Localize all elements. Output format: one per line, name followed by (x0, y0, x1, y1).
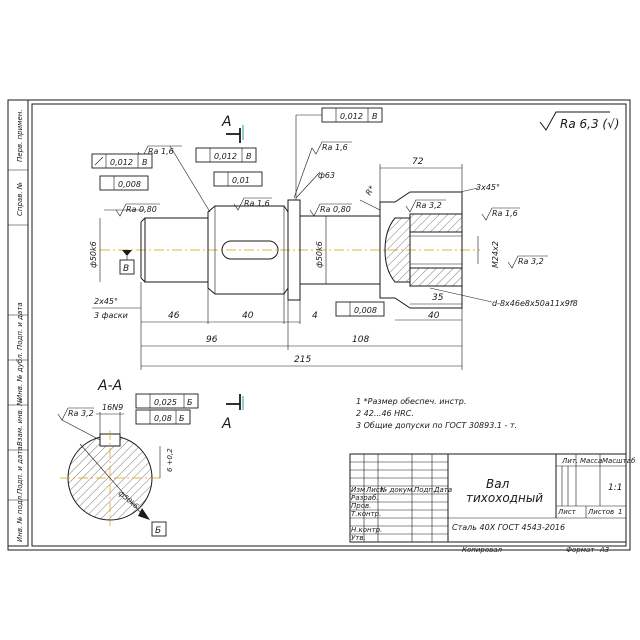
svg-text:R*: R* (364, 184, 377, 197)
svg-text:Ra 3,2: Ra 3,2 (68, 409, 94, 418)
sidebar-label-6: Подп. и дата (16, 446, 24, 494)
svg-text:Утв.: Утв. (351, 534, 366, 542)
svg-text:3 фаски: 3 фаски (94, 311, 128, 320)
svg-text:В: В (123, 264, 129, 274)
svg-text:2x45°: 2x45° (94, 297, 118, 306)
svg-text:16N9: 16N9 (102, 403, 123, 412)
svg-text:В: В (142, 158, 148, 167)
svg-text:Подп.: Подп. (414, 486, 435, 494)
svg-text:1: 1 (618, 508, 622, 516)
keyway-slot (221, 240, 279, 260)
note-2: 2 42...46 HRC. (356, 409, 414, 418)
svg-text:1:1: 1:1 (608, 483, 622, 493)
svg-text:M24x2: M24x2 (491, 241, 500, 268)
section-cut-bottom: А (221, 394, 244, 432)
section-hatch-left (384, 217, 411, 283)
svg-text:Ra 1,6: Ra 1,6 (148, 147, 174, 156)
svg-text:Пров.: Пров. (351, 502, 371, 510)
shaft-outline (140, 191, 463, 309)
svg-text:0,008: 0,008 (118, 180, 141, 189)
technical-notes: 1 *Размер обеспеч. инстр. 2 42...46 HRC.… (356, 397, 517, 430)
material: Сталь 40Х ГОСТ 4543-2016 (452, 523, 565, 532)
tolerance-frames: 0,012 В 0,008 0,012 В 0,01 0,012 В 0,008… (91, 107, 385, 317)
title-block: Изм Лист № докум. Подп. Дата Разраб. Про… (349, 453, 636, 554)
svg-text:Формат: Формат (566, 546, 595, 554)
sidebar-label-1: Перв. примен. (16, 109, 24, 162)
part-name-line1: Вал (486, 477, 510, 491)
sidebar-strip: Перв. примен. Справ. № Подп. и дата Инв.… (7, 99, 29, 547)
inner-frame (31, 103, 627, 547)
svg-text:Ra 6,3 (√): Ra 6,3 (√) (560, 117, 619, 131)
svg-text:0,012: 0,012 (110, 158, 133, 167)
svg-text:Т.контр.: Т.контр. (351, 510, 381, 518)
note-3: 3 Общие допуски по ГОСТ 30893.1 - т. (356, 421, 517, 430)
svg-text:d-8x46e8x50a11x9f8: d-8x46e8x50a11x9f8 (492, 299, 578, 308)
svg-text:ф63: ф63 (318, 171, 335, 180)
svg-text:A3: A3 (599, 546, 609, 554)
svg-text:Ra 0,80: Ra 0,80 (126, 205, 157, 214)
svg-text:Ra 1,6: Ra 1,6 (492, 209, 518, 218)
svg-text:Лист: Лист (365, 486, 385, 494)
part-name-line2: тихоходный (466, 491, 543, 505)
svg-text:Б: Б (179, 414, 185, 423)
roughness-marks: Ra 1,6 Ra 0,80 Ra 1,6 Ra 1,6 Ra 0,80 Ra … (104, 141, 548, 269)
svg-text:3x45°: 3x45° (476, 183, 500, 192)
svg-text:0,012: 0,012 (340, 112, 363, 121)
svg-text:Лит.: Лит. (561, 457, 578, 465)
svg-text:Изм: Изм (351, 486, 366, 494)
svg-text:А: А (221, 114, 232, 130)
dimensions: 72 3x45° ф63 ф50k6 ф50k6 M24x2 R* 2x45° … (89, 157, 578, 370)
svg-text:№ докум.: № докум. (379, 486, 415, 494)
svg-text:108: 108 (352, 335, 369, 345)
svg-text:ф50k6: ф50k6 (315, 241, 324, 268)
svg-text:Б: Б (187, 398, 193, 407)
svg-text:Ra 1,6: Ra 1,6 (244, 199, 270, 208)
sidebar-label-7: Инв. № подл. (16, 494, 24, 542)
svg-text:0,01: 0,01 (232, 176, 250, 185)
svg-text:0,08: 0,08 (154, 414, 172, 423)
svg-text:215: 215 (294, 355, 311, 365)
sidebar-label-3: Подп. и дата (16, 302, 24, 350)
svg-text:0,012: 0,012 (214, 152, 237, 161)
svg-text:Н.контр.: Н.контр. (351, 526, 382, 534)
svg-text:96: 96 (206, 335, 218, 345)
svg-text:0,025: 0,025 (154, 398, 177, 407)
svg-text:0,008: 0,008 (354, 306, 377, 315)
svg-text:Ra 3,2: Ra 3,2 (518, 257, 544, 266)
svg-text:А: А (221, 416, 232, 432)
section-view: А-А Ra 3,2 16N9 ф50k6 6 +0,2 0,025 Б 0,0… (57, 378, 199, 537)
svg-text:ф50k6: ф50k6 (89, 241, 98, 268)
svg-text:Листов: Листов (587, 508, 614, 516)
svg-text:В: В (372, 112, 378, 121)
section-cut-top: А (221, 114, 244, 143)
general-roughness-mark: Ra 6,3 (√) (539, 111, 619, 131)
svg-text:А-А: А-А (97, 378, 122, 394)
svg-text:Копировал: Копировал (462, 546, 503, 554)
svg-text:Ra 1,6: Ra 1,6 (322, 143, 348, 152)
svg-text:Лист: Лист (557, 508, 577, 516)
svg-text:6 +0,2: 6 +0,2 (166, 448, 174, 472)
svg-text:Дата: Дата (433, 486, 452, 494)
note-1: 1 *Размер обеспеч. инстр. (356, 397, 466, 406)
sidebar-label-2: Справ. № (16, 182, 24, 216)
svg-text:Ra 3,2: Ra 3,2 (416, 201, 442, 210)
svg-text:40: 40 (428, 311, 440, 321)
svg-text:Разраб.: Разраб. (351, 494, 379, 502)
svg-text:Масса: Масса (580, 457, 602, 465)
svg-text:В: В (246, 152, 252, 161)
svg-text:4: 4 (312, 311, 318, 321)
sidebar-label-4: Инв. № дубл. (16, 352, 24, 400)
svg-text:Ra 0,80: Ra 0,80 (320, 205, 351, 214)
svg-text:Б: Б (155, 526, 161, 536)
svg-text:40: 40 (242, 311, 254, 321)
svg-text:46: 46 (168, 311, 180, 321)
svg-text:72: 72 (412, 157, 424, 167)
svg-text:Масштаб: Масштаб (602, 457, 636, 465)
sidebar-label-5: Взам. инв. № (16, 398, 24, 446)
svg-text:35: 35 (432, 293, 444, 303)
